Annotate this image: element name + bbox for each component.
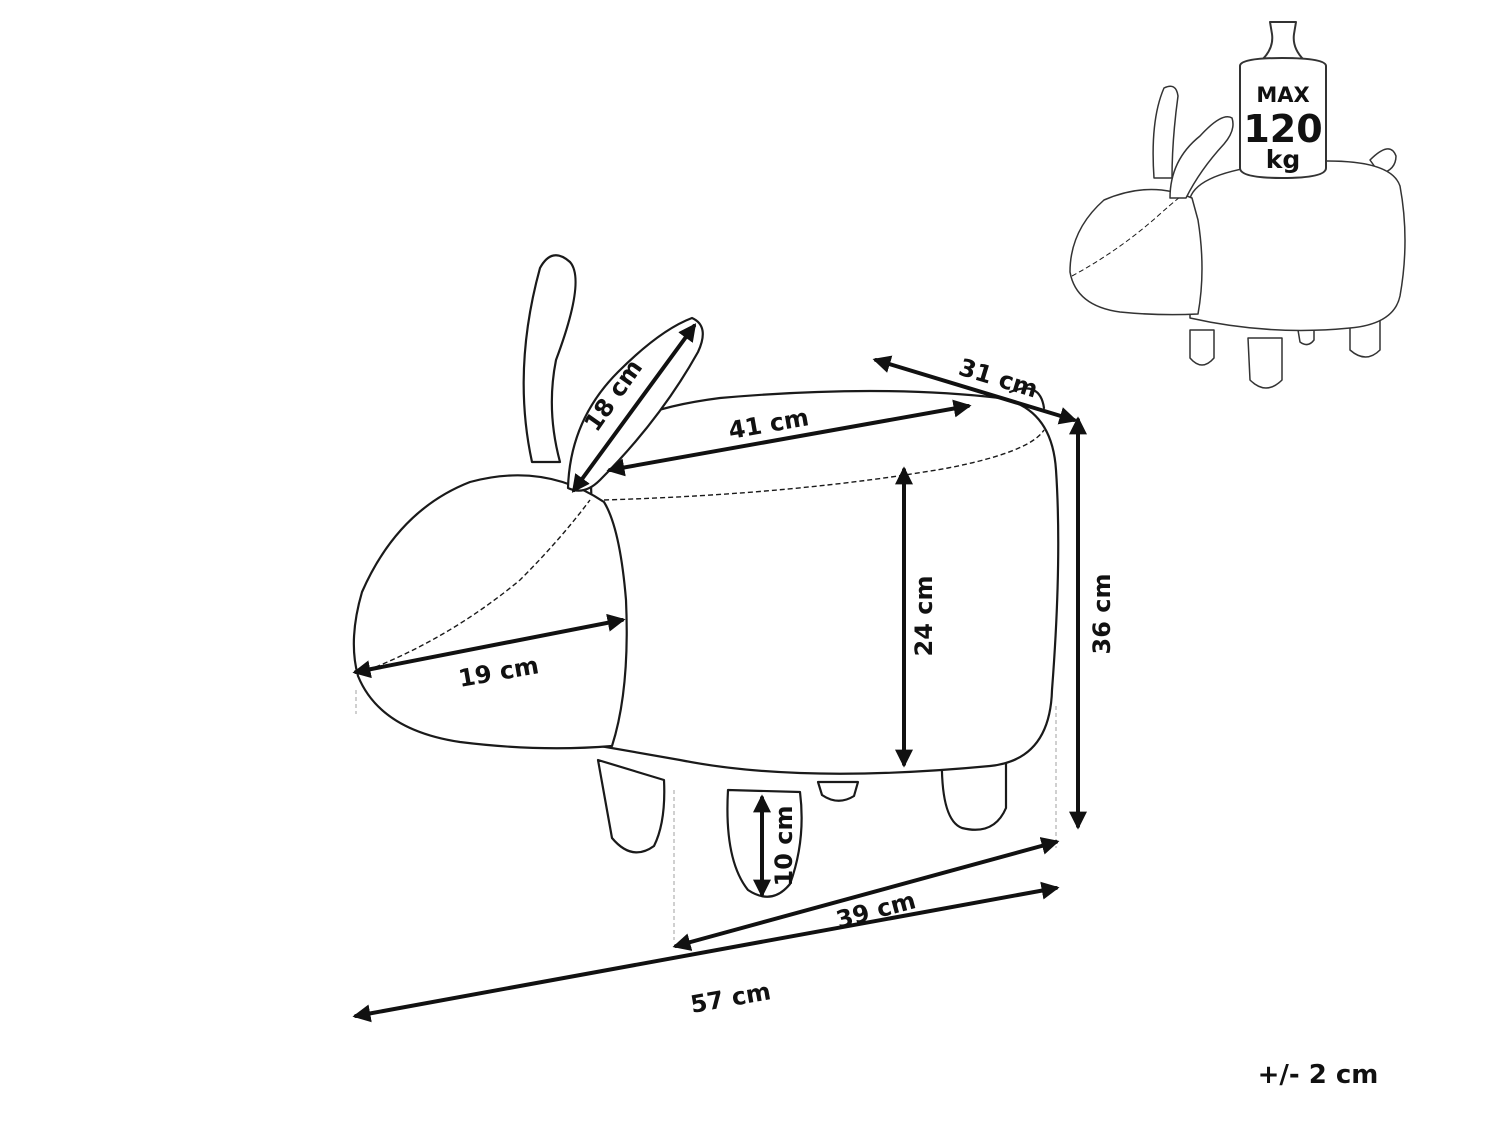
label-leg-height: 10 cm <box>770 806 798 887</box>
label-body-height: 24 cm <box>910 576 938 657</box>
body-cylinder <box>588 389 1060 775</box>
extension-lines <box>355 690 1057 940</box>
dimension-lines <box>352 323 1087 1023</box>
label-total-length: 57 cm <box>688 977 773 1019</box>
dim-line-total-length <box>352 881 1060 1023</box>
ref-back-ear <box>1152 85 1179 179</box>
label-total-height: 36 cm <box>1088 574 1116 655</box>
ref-leg-2 <box>1247 337 1283 389</box>
weight-handle <box>1261 21 1305 61</box>
weight-icon: MAX 120 kg <box>1239 21 1327 179</box>
ref-head <box>1069 188 1203 316</box>
ref-body <box>1189 160 1406 332</box>
dim-line-head-width <box>352 613 626 679</box>
dim-line-depth <box>872 355 1078 425</box>
front-left-leg <box>596 758 666 854</box>
stool-drawing <box>352 254 1060 898</box>
weight-max-label: MAX <box>1256 83 1309 107</box>
label-base-length: 39 cm <box>833 886 918 934</box>
weight-value-label: 120 <box>1243 107 1322 151</box>
weight-body <box>1239 57 1327 179</box>
head <box>352 474 628 750</box>
ref-leg-3 <box>1349 319 1381 358</box>
tolerance-note: +/- 2 cm <box>1258 1060 1379 1090</box>
weight-unit-label: kg <box>1266 145 1301 174</box>
reference-stool: MAX 120 kg <box>1069 21 1406 389</box>
back-leg-middle <box>816 780 860 802</box>
ref-leg-1 <box>1189 329 1215 366</box>
back-ear <box>522 254 577 464</box>
ref-front-ear <box>1169 116 1234 199</box>
ref-leg-4 <box>1297 329 1315 346</box>
ref-head-seam <box>1071 189 1191 277</box>
